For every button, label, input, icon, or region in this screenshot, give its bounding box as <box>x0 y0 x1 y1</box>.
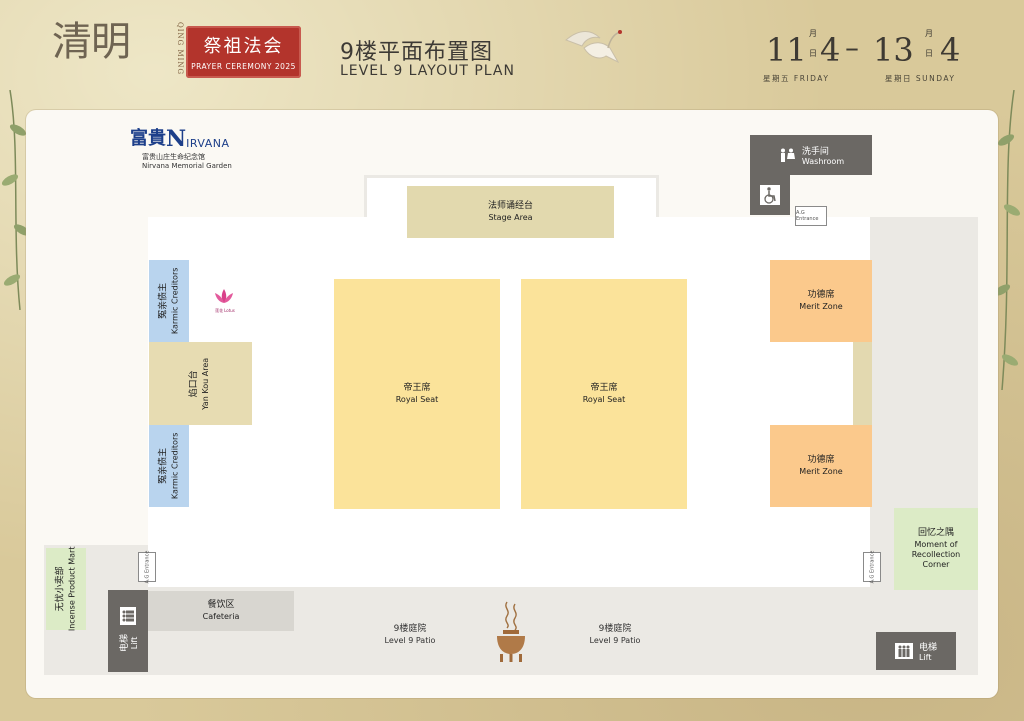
page-title-cn: 9楼平面布置图 <box>340 40 493 65</box>
nirvana-logo: 富貴 N IRVANA 富贵山庄生命纪念馆 Nirvana Memorial G… <box>130 124 265 170</box>
incense-burner-icon <box>497 601 525 662</box>
page-title-en: LEVEL 9 LAYOUT PLAN <box>340 63 515 79</box>
recollection-corner[interactable]: 回忆之隅 Moment of Recollection Corner <box>894 508 978 590</box>
lift-left[interactable]: 电梯 Lift <box>108 590 148 672</box>
merit-connector <box>853 342 872 425</box>
start-month-unit: 月 <box>809 29 817 38</box>
washroom[interactable]: 洗手间 Washroom <box>750 135 872 175</box>
wheelchair-icon <box>760 185 780 205</box>
royal-seat-right[interactable]: 帝王席 Royal Seat <box>521 279 687 509</box>
lift-icon <box>120 607 136 625</box>
logo-en: IRVANA <box>186 137 230 150</box>
start-month: 11 <box>766 31 807 69</box>
entrance-tag-top: A.G Entrance <box>795 206 827 226</box>
entrance-tag-left: A.G Entrance <box>138 551 156 583</box>
logo-sub-en: Nirvana Memorial Garden <box>142 162 232 170</box>
event-title-cn: 祭祖法会 <box>203 36 284 57</box>
start-day: 4 <box>820 31 841 69</box>
merit-zone-top[interactable]: 功德席 Merit Zone <box>770 260 872 342</box>
stage-area[interactable]: 法师诵经台 Stage Area <box>407 186 614 238</box>
patio-left[interactable]: 9楼庭院 Level 9 Patio <box>384 624 436 645</box>
lotus-icon <box>215 289 233 303</box>
lift-right[interactable]: 电梯 Lift <box>876 632 956 670</box>
yan-kou-area[interactable]: 焰口台 Yan Kou Area <box>149 342 252 425</box>
karmic-creditors-bottom[interactable]: 冤亲债主 Karmic Creditors <box>149 425 189 507</box>
logo-n: N <box>166 126 187 152</box>
start-weekday: 星期五 FRIDAY <box>763 74 830 83</box>
patio-right[interactable]: 9楼庭院 Level 9 Patio <box>589 624 641 645</box>
cafeteria[interactable]: 餐饮区 Cafeteria <box>148 591 294 631</box>
end-day-unit: 日 <box>925 49 933 58</box>
karmic-creditors-top[interactable]: 冤亲债主 Karmic Creditors <box>149 260 189 342</box>
washroom-icon <box>780 148 795 162</box>
merit-zone-bottom[interactable]: 功德席 Merit Zone <box>770 425 872 507</box>
crane-icon <box>565 30 622 64</box>
leaf-decoration-left <box>1 90 31 310</box>
hall-floor <box>148 217 870 587</box>
end-month-unit: 月 <box>925 29 933 38</box>
incense-product-mart[interactable]: 无忧小卖部 Incense Product Mart <box>46 547 86 631</box>
brand-pinyin: QING MING <box>176 22 184 76</box>
event-stamp: 祭祖法会 PRAYER CEREMONY 2025 <box>186 26 301 78</box>
accessible-toilet[interactable] <box>750 175 790 215</box>
end-month: 13 <box>873 31 914 69</box>
end-weekday: 星期日 SUNDAY <box>885 74 956 83</box>
start-day-unit: 日 <box>809 49 817 58</box>
entrance-tag-right: A.G Entrance <box>863 551 881 583</box>
royal-seat-left[interactable]: 帝王席 Royal Seat <box>334 279 500 509</box>
event-title-en: PRAYER CEREMONY 2025 <box>191 62 296 71</box>
lift-icon <box>894 643 913 659</box>
logo-sub-cn: 富贵山庄生命纪念馆 <box>142 153 205 161</box>
end-day: 4 <box>940 31 961 69</box>
brand-title: 清明 <box>52 19 131 65</box>
date-dash: – <box>845 31 859 64</box>
lotus-marker: 莲花 Lotus <box>212 288 238 318</box>
logo-cn: 富貴 <box>130 128 166 149</box>
